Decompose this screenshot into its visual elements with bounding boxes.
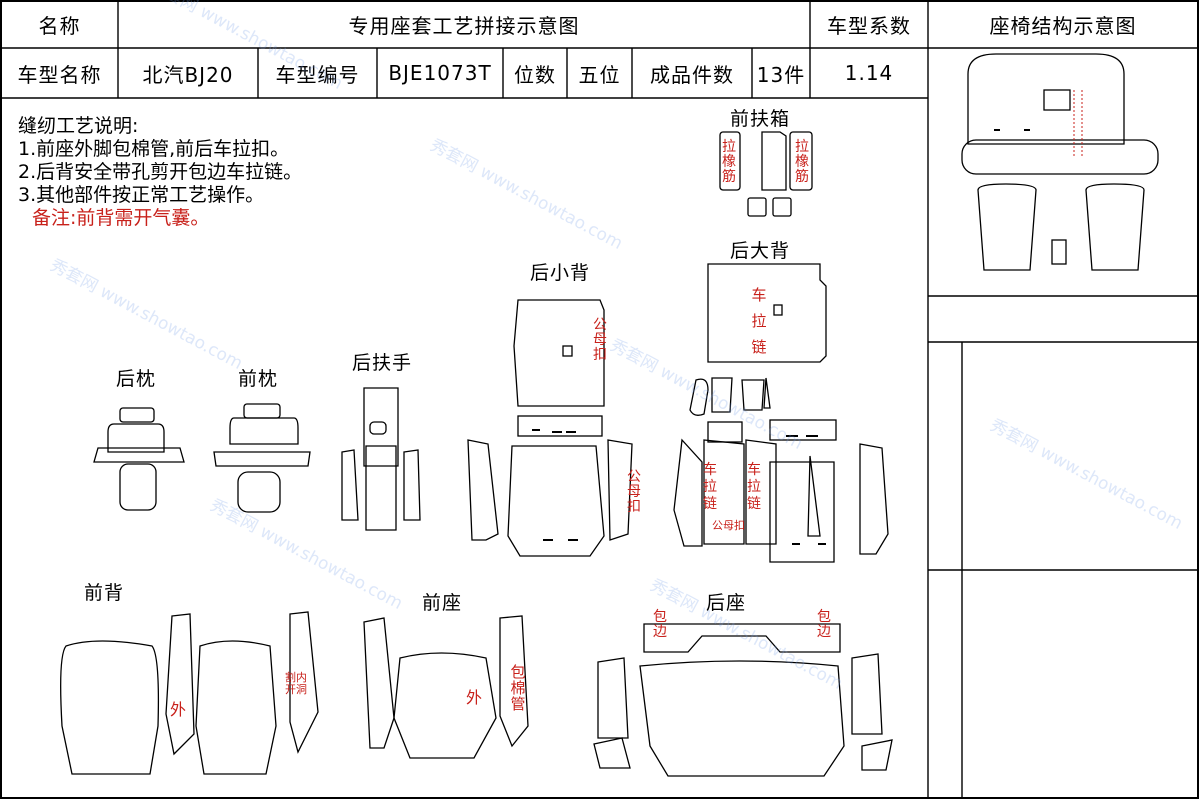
pieces-value: 13件 bbox=[756, 62, 806, 87]
pieces-label: 成品件数 bbox=[650, 62, 734, 87]
annot-inner-cut: 割内开洞 bbox=[285, 671, 307, 696]
structure-label: 座椅结构示意图 bbox=[989, 14, 1137, 38]
label-front-pillow: 前枕 bbox=[238, 368, 279, 390]
model-no-value: BJE1073T bbox=[388, 61, 492, 85]
seats-label: 位数 bbox=[514, 62, 556, 87]
model-no-label: 车型编号 bbox=[275, 62, 360, 87]
annot-cotton-tube: 包棉管 bbox=[510, 663, 526, 713]
page-title: 专用座套工艺拼接示意图 bbox=[348, 14, 580, 38]
annot-outer-front-back: 外 bbox=[170, 700, 187, 719]
annot-snap-side: 公母扣 bbox=[627, 469, 641, 515]
annot-snap-small: 公母扣 bbox=[712, 519, 745, 532]
label-rear-big-back: 后大背 bbox=[730, 240, 791, 262]
note-item-2: 2.后背安全带孔剪开包边车拉链。 bbox=[18, 161, 303, 183]
label-front-back: 前背 bbox=[84, 582, 125, 604]
label-rear-pillow: 后枕 bbox=[116, 368, 157, 390]
label-rear-small-back: 后小背 bbox=[530, 262, 591, 284]
annot-zipper-big-back: 车拉链 bbox=[751, 286, 767, 356]
annot-zipper-left: 车拉链 bbox=[703, 462, 717, 512]
coef-value: 1.14 bbox=[844, 61, 894, 85]
notes-title: 缝纫工艺说明: bbox=[18, 115, 139, 137]
name-label: 名称 bbox=[38, 14, 81, 38]
annot-rubber-right: 拉橡筋 bbox=[795, 139, 809, 185]
annot-outer-front-seat: 外 bbox=[466, 688, 483, 707]
note-item-3: 3.其他部件按正常工艺操作。 bbox=[18, 184, 265, 206]
coef-label: 车型系数 bbox=[827, 14, 911, 38]
sewing-notes: 缝纫工艺说明: 1.前座外脚包棉管,前后车拉扣。 2.后背安全带孔剪开包边车拉链… bbox=[18, 115, 302, 230]
annot-rubber-left: 拉橡筋 bbox=[722, 139, 736, 185]
annot-edging-right: 包边 bbox=[817, 609, 831, 640]
note-remark: 备注:前背需开气囊。 bbox=[32, 207, 210, 229]
note-item-1: 1.前座外脚包棉管,前后车拉扣。 bbox=[18, 138, 290, 160]
model-name-value: 北汽BJ20 bbox=[142, 62, 234, 87]
model-name-label: 车型名称 bbox=[17, 62, 102, 87]
label-front-armrest-box: 前扶箱 bbox=[730, 108, 791, 130]
seats-value: 五位 bbox=[578, 62, 621, 87]
annot-zipper-right: 车拉链 bbox=[747, 462, 761, 512]
annot-edging-left: 包边 bbox=[653, 609, 667, 640]
label-rear-seat: 后座 bbox=[706, 592, 747, 614]
label-front-seat: 前座 bbox=[422, 592, 463, 614]
annot-snap-small-back: 公母扣 bbox=[593, 317, 607, 363]
pattern-pieces bbox=[60, 53, 1159, 777]
label-rear-armrest: 后扶手 bbox=[352, 352, 413, 374]
